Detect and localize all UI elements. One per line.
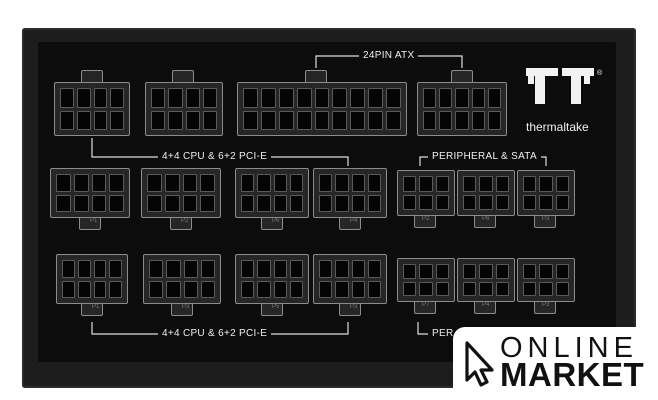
- connector-latch: [339, 218, 361, 230]
- cpu-pcie-connector: [235, 168, 309, 218]
- connector-latch: [81, 70, 103, 82]
- cpu-pcie-connector: [235, 254, 309, 304]
- cpu-pcie-connector: [313, 168, 387, 218]
- atx-24pin-connector: [237, 82, 407, 136]
- connector-latch: [474, 302, 496, 314]
- port-label: P1: [90, 218, 98, 224]
- port-label: P4: [482, 302, 490, 308]
- connector-latch: [534, 216, 556, 228]
- connector-latch: [261, 218, 283, 230]
- peripheral-sata-connector: [397, 170, 455, 216]
- cpu-pcie-connector: [143, 254, 221, 304]
- peripheral-sata-connector: [397, 258, 455, 302]
- port-label: P2: [181, 218, 189, 224]
- atx-connector-medium: [417, 82, 507, 136]
- port-label: P3: [542, 302, 550, 308]
- registered-mark: ®: [597, 69, 603, 77]
- port-label: P3: [182, 304, 190, 310]
- atx-label: 24PIN ATX: [359, 50, 419, 61]
- connector-latch: [261, 304, 283, 316]
- port-label: P6: [482, 216, 490, 222]
- peripheral-sata-connector: [517, 170, 575, 216]
- connector-latch: [339, 304, 361, 316]
- connector-latch: [170, 218, 192, 230]
- port-label: P3: [542, 216, 550, 222]
- connector-latch: [305, 70, 327, 82]
- connector-latch: [451, 70, 473, 82]
- connector-latch: [171, 304, 193, 316]
- peripheral-sata-connector: [457, 170, 515, 216]
- peripheral-sata-connector: [457, 258, 515, 302]
- port-label: P7: [422, 302, 430, 308]
- port-label: P4: [350, 218, 358, 224]
- cpu-pcie-connector: [313, 254, 387, 304]
- cpu-pcie-connector: [56, 254, 128, 304]
- connector-latch: [534, 302, 556, 314]
- watermark-line2: MARKET: [500, 356, 645, 393]
- cpu-pcie-connector: [141, 168, 221, 218]
- port-label: P2: [422, 216, 430, 222]
- atx-connector-small: [145, 82, 223, 136]
- cpu-pcie-top-label: 4+4 CPU & 6+2 PCI-E: [158, 151, 272, 162]
- port-label: P3: [350, 304, 358, 310]
- peripheral-sata-connector: [517, 258, 575, 302]
- watermark-line1: ONLINE: [500, 332, 638, 364]
- connector-latch: [172, 70, 194, 82]
- port-label: P1: [92, 304, 100, 310]
- peripheral-bottom-label: PER: [428, 328, 458, 339]
- connector-latch: [474, 216, 496, 228]
- connector-latch: [414, 216, 436, 228]
- brand-name: thermaltake: [526, 120, 589, 134]
- thermaltake-tt-logo: ®: [526, 68, 603, 104]
- cursor-arrow-icon: [465, 341, 494, 387]
- atx-connector-small: [54, 82, 130, 136]
- peripheral-sata-top-label: PERIPHERAL & SATA: [428, 151, 541, 162]
- port-label: P6: [272, 218, 280, 224]
- connector-latch: [414, 302, 436, 314]
- cpu-pcie-connector: [50, 168, 130, 218]
- port-label: P5: [272, 304, 280, 310]
- connector-latch: [81, 304, 103, 316]
- cpu-pcie-bottom-label: 4+4 CPU & 6+2 PCI-E: [158, 328, 272, 339]
- connector-latch: [79, 218, 101, 230]
